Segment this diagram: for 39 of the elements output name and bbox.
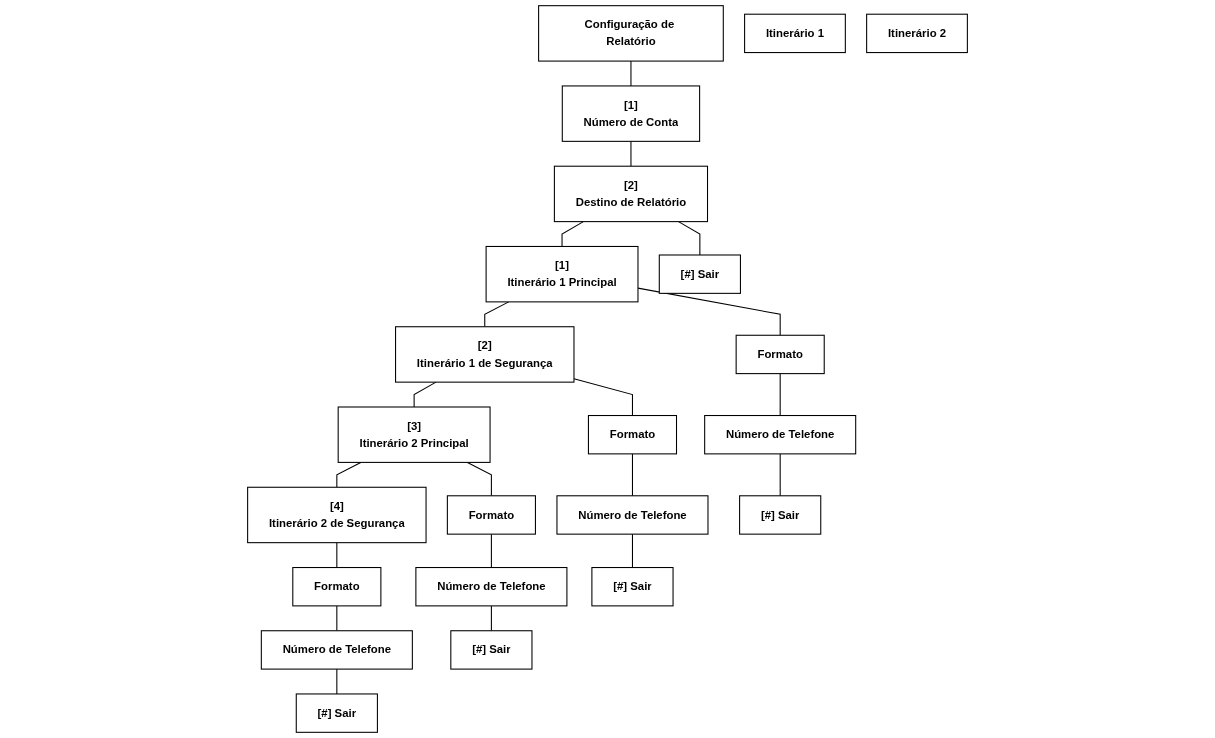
node-box: Número de Telefone — [704, 415, 857, 455]
node-box: [#] Sair — [739, 495, 822, 535]
node-box: Formato — [292, 567, 382, 607]
connector — [573, 378, 633, 417]
connector — [561, 221, 584, 247]
node-box: [1] Itinerário 1 Principal — [485, 245, 639, 303]
node-box: Número de Telefone — [260, 630, 413, 670]
connector — [336, 542, 338, 569]
node-box: [1] Número de Conta — [561, 85, 701, 142]
node-box: [2] Destino de Relatório — [553, 165, 709, 223]
node-box: Número de Telefone — [556, 495, 709, 535]
connector — [336, 668, 338, 695]
node-box: [#] Sair — [295, 693, 378, 733]
connector — [484, 301, 510, 328]
node-box: [#] Sair — [450, 630, 533, 670]
node-box: Número de Telefone — [415, 567, 568, 607]
node-box: Formato — [735, 334, 825, 375]
connector — [779, 453, 781, 497]
connector — [490, 605, 492, 632]
node-box: [2] Itinerário 1 de Segurança — [395, 326, 575, 383]
node-box: Formato — [587, 415, 678, 455]
node-box: Itinerário 1 — [744, 13, 846, 54]
connector — [490, 533, 492, 569]
connector — [336, 605, 338, 632]
node-box: Formato — [446, 495, 536, 535]
connector — [631, 453, 633, 497]
node-box: [#] Sair — [591, 567, 674, 607]
connector — [336, 461, 362, 488]
node-box: Configuração de Relatório — [538, 5, 724, 62]
node-box: Itinerário 2 — [866, 13, 968, 54]
connector — [631, 533, 633, 569]
connector — [630, 140, 632, 167]
connector — [779, 373, 781, 417]
connector — [637, 287, 781, 336]
node-box: [#] Sair — [658, 254, 741, 294]
connector — [413, 381, 437, 408]
connector — [630, 60, 632, 87]
node-box: [3] Itinerário 2 Principal — [337, 406, 491, 463]
node-box: [4] Itinerário 2 de Segurança — [247, 486, 427, 544]
